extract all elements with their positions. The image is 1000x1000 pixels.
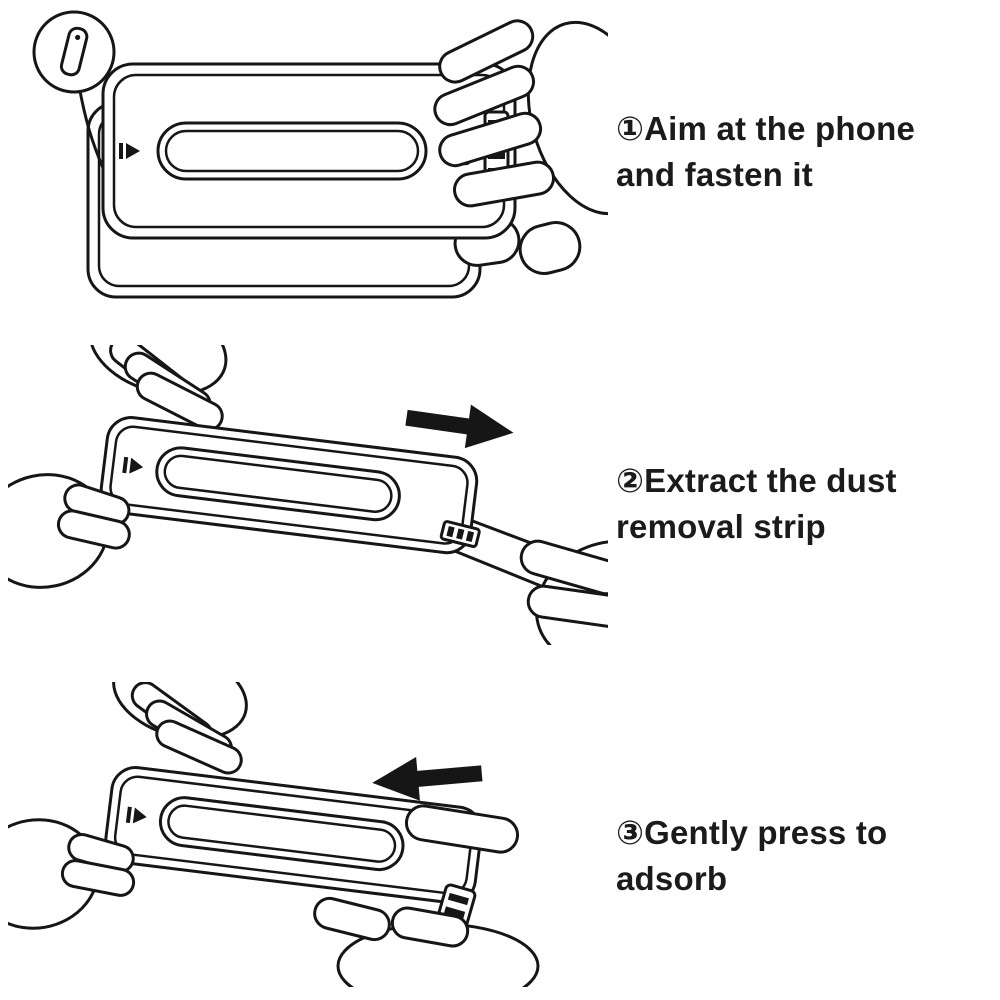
step-1-label: ①Aim at the phone and fasten it — [616, 106, 994, 197]
step-3-label-line-1: ③Gently press to — [616, 814, 888, 851]
arrow-left-icon — [372, 756, 483, 801]
left-hand-fingertips — [60, 832, 136, 897]
step-2-illustration — [8, 345, 608, 645]
pressing-thumb — [404, 804, 520, 854]
strip-grip-tab — [439, 520, 481, 548]
left-hand-fingertips — [56, 483, 131, 550]
step-2-label-line-1: ②Extract the dust — [616, 462, 897, 499]
tray-slot — [158, 796, 405, 872]
tray-left-glyph — [129, 457, 144, 474]
step-2-label: ②Extract the dust removal strip — [616, 458, 994, 549]
step-1-illustration — [32, 10, 608, 299]
tray-slot — [155, 446, 401, 522]
pinching-hand — [519, 539, 608, 645]
tray-left-glyph — [126, 143, 140, 159]
step-1-label-line-2: and fasten it — [616, 155, 813, 193]
alignment-tab-zoom — [59, 26, 89, 77]
gripping-hand — [433, 19, 608, 216]
step-3-label: ③Gently press to adsorb — [616, 810, 994, 901]
step-1-label-line-1: ①Aim at the phone — [616, 110, 916, 147]
arrow-right-icon — [405, 404, 514, 449]
step-2-label-line-2: removal strip — [616, 507, 826, 545]
tray-slot — [156, 121, 428, 181]
protector-tray — [104, 766, 483, 905]
lower-hand-fingers — [313, 896, 470, 948]
tray-left-glyph — [132, 807, 147, 824]
magnifier-detail — [32, 10, 116, 170]
step-3-illustration — [8, 682, 540, 987]
protector-tray — [99, 416, 479, 555]
upper-hand — [112, 682, 248, 775]
upper-hand — [88, 345, 228, 432]
step-3-label-line-2: adsorb — [616, 859, 728, 897]
